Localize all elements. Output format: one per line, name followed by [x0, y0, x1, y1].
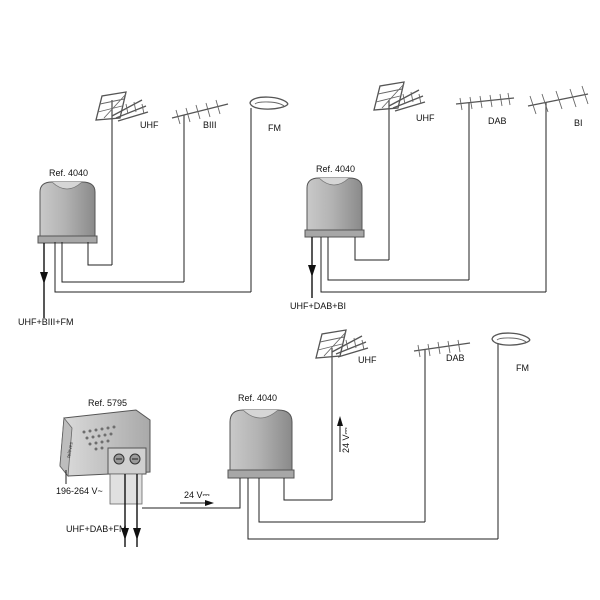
output-label: UHF+DAB+FM — [66, 524, 127, 534]
uhf-label: UHF — [416, 113, 435, 123]
output-label: UHF+BIII+FM — [18, 317, 74, 327]
output-arrow — [121, 474, 141, 547]
dc-feed-label: 24 V⎓ — [184, 490, 210, 500]
fm-antenna-icon — [249, 96, 289, 292]
dab-antenna-icon — [455, 92, 515, 280]
coax-cables — [320, 237, 546, 293]
dc-mast-label: 24 V⎓ — [341, 427, 351, 453]
b1-antenna-icon — [527, 85, 589, 292]
output-arrow — [40, 243, 48, 318]
fm-label: FM — [268, 123, 281, 133]
uhf-label: UHF — [140, 120, 159, 130]
fm-antenna-icon — [491, 332, 531, 539]
b3-label: BIII — [203, 120, 217, 130]
mains-label: 196-264 V~ — [56, 486, 103, 496]
diagram-2: UHF DAB BI Ref. 4040 — [290, 81, 589, 311]
dab-label: DAB — [446, 353, 465, 363]
vent-grille — [82, 425, 116, 451]
coax-cables — [54, 242, 251, 293]
fm-label: FM — [516, 363, 529, 373]
b1-label: BI — [574, 118, 583, 128]
amplifier-icon — [304, 177, 365, 238]
psu-ref-label: Ref. 5795 — [88, 398, 127, 408]
amplifier-icon — [37, 181, 98, 244]
amplifier-ref-label: Ref. 4040 — [238, 393, 277, 403]
amplifier-ref-label: Ref. 4040 — [49, 168, 88, 178]
dab-antenna-icon — [413, 339, 471, 522]
coax-cables — [142, 478, 498, 540]
dc-mast-arrow — [337, 416, 343, 452]
amplifier-ref-label: Ref. 4040 — [316, 164, 355, 174]
uhf-antenna-icon — [373, 81, 426, 260]
diagram-3: UHF DAB FM 24 V⎓ Ref. 4040 Ref. 5 — [56, 329, 531, 547]
power-supply-icon: televes — [59, 409, 151, 505]
uhf-antenna-icon — [95, 91, 149, 265]
output-label: UHF+DAB+BI — [290, 301, 346, 311]
uhf-antenna-icon — [315, 329, 369, 500]
dab-label: DAB — [488, 116, 507, 126]
b3-antenna-icon — [171, 99, 229, 282]
diagram-1: UHF BIII FM Ref. 4040 — [18, 91, 289, 327]
dc-feed-arrow — [180, 500, 214, 506]
uhf-label: UHF — [358, 355, 377, 365]
psu-brand-label: televes — [66, 441, 75, 458]
amplifier-icon — [227, 409, 295, 479]
output-arrow — [308, 237, 316, 298]
